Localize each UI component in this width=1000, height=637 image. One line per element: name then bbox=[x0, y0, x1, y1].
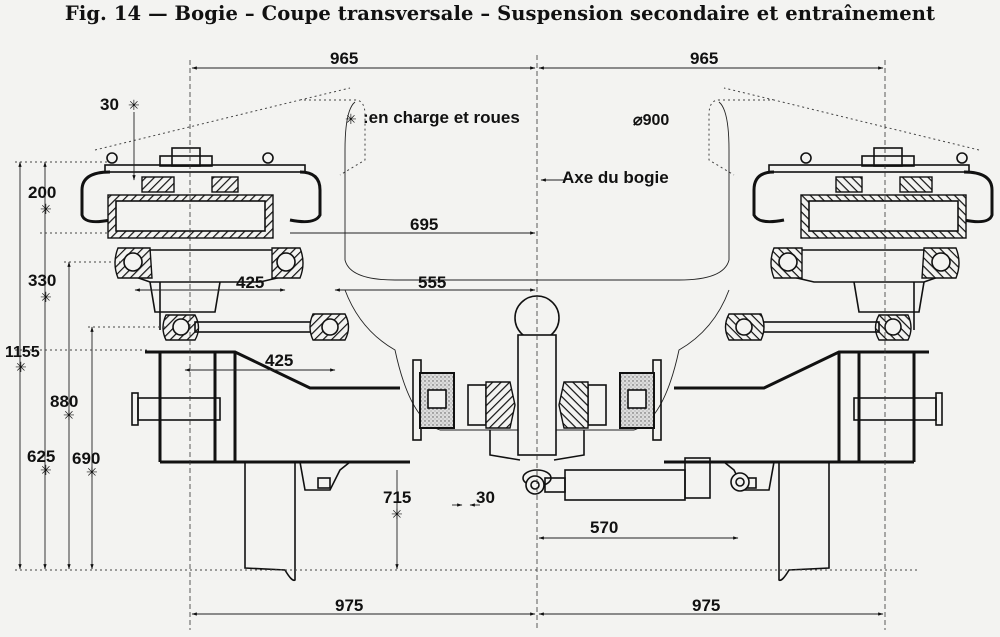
star-mark: ✳ bbox=[391, 507, 403, 523]
note-text: :en charge et roues bbox=[363, 108, 520, 127]
dim-330: 330 bbox=[28, 271, 56, 290]
star-mark: ✳ bbox=[40, 463, 52, 479]
star-mark: ✳ bbox=[63, 408, 75, 424]
dim-880: 880 bbox=[50, 392, 78, 411]
dim-30-top: 30 bbox=[100, 95, 119, 114]
dim-1155: 1155 bbox=[5, 344, 40, 361]
axis-label: Axe du bogie bbox=[562, 168, 669, 187]
star-mark: ✳ bbox=[40, 202, 52, 218]
dim-715: 715 bbox=[383, 488, 411, 507]
figure-title: Fig. 14 — Bogie – Coupe transversale – S… bbox=[64, 2, 936, 25]
dim-625: 625 bbox=[27, 447, 55, 466]
dim-570: 570 bbox=[590, 518, 618, 537]
star-mark: ✳ bbox=[86, 465, 98, 481]
dim-555: 555 bbox=[418, 273, 446, 292]
dim-425-upper: 425 bbox=[236, 273, 264, 292]
dim-425-lower: 425 bbox=[265, 351, 293, 370]
dim-695: 695 bbox=[410, 215, 438, 234]
star-mark: ✳ bbox=[40, 290, 52, 306]
note-symbol: ✳ bbox=[345, 112, 357, 128]
star-mark: ✳ bbox=[128, 98, 140, 114]
dim-200: 200 bbox=[28, 183, 56, 202]
dim-top-left: 965 bbox=[330, 49, 358, 68]
note-diameter: ⌀900 bbox=[633, 112, 669, 129]
dim-bottom-right: 975 bbox=[692, 596, 720, 615]
dim-top-right: 965 bbox=[690, 49, 718, 68]
left-suspension-half bbox=[80, 86, 539, 582]
dim-690: 690 bbox=[72, 449, 100, 468]
dim-30-bottom: 30 bbox=[476, 488, 495, 507]
star-mark: ✳ bbox=[15, 360, 27, 376]
right-suspension-half bbox=[535, 86, 994, 582]
dimension-lines bbox=[18, 66, 884, 616]
dim-bottom-left: 975 bbox=[335, 596, 363, 615]
